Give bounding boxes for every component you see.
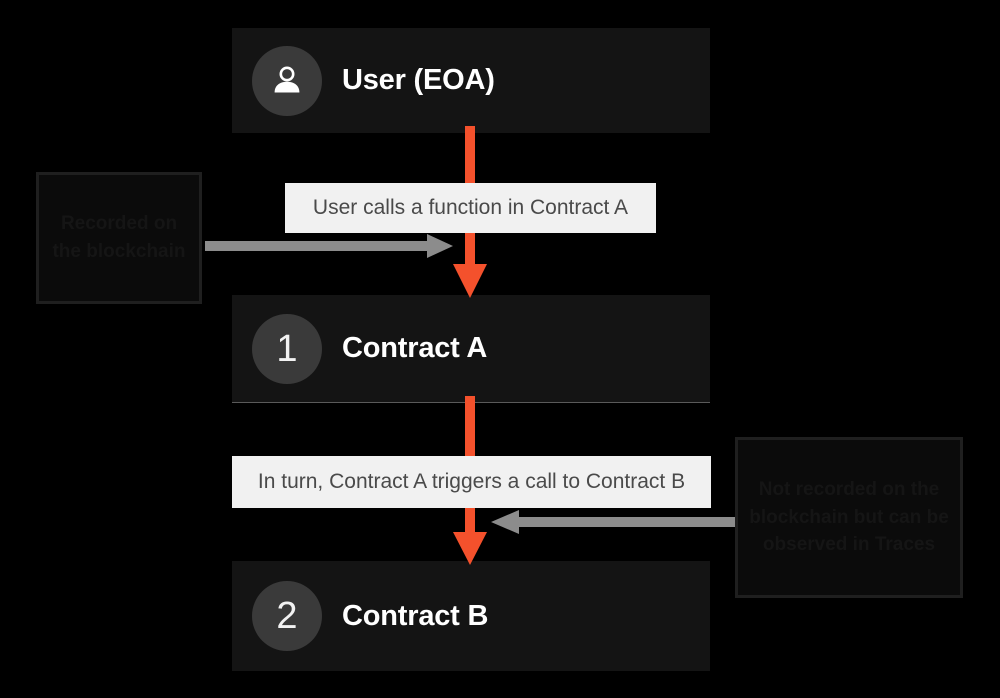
step-label-1: User calls a function in Contract A bbox=[285, 183, 656, 233]
node-contract-a[interactable]: 1 Contract A bbox=[232, 295, 710, 403]
step-number-2: 2 bbox=[276, 595, 298, 637]
step-number-badge-2: 2 bbox=[252, 581, 322, 651]
pointer-arrow-right-callout bbox=[491, 510, 741, 534]
person-avatar-badge bbox=[252, 45, 322, 116]
person-icon bbox=[274, 66, 300, 92]
step-number-badge-1: 1 bbox=[252, 313, 322, 384]
callout-recorded-on-blockchain: Recorded on the blockchain bbox=[36, 172, 202, 304]
node-contract-b-label: Contract B bbox=[342, 599, 489, 632]
step-number-1: 1 bbox=[276, 327, 298, 370]
node-contract-b[interactable]: 2 Contract B bbox=[232, 561, 710, 671]
step-label-2: In turn, Contract A triggers a call to C… bbox=[232, 456, 711, 508]
pointer-arrow-left-callout bbox=[205, 234, 453, 258]
node-user[interactable]: User (EOA) bbox=[232, 28, 710, 133]
callout-not-recorded-on-blockchain: Not recorded on the blockchain but can b… bbox=[735, 437, 963, 598]
node-contract-a-label: Contract A bbox=[342, 332, 488, 364]
node-user-label: User (EOA) bbox=[342, 64, 495, 96]
